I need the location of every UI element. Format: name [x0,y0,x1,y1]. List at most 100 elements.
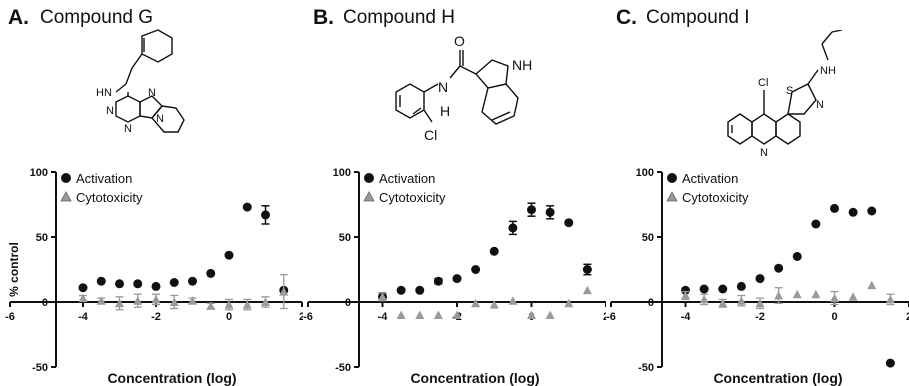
data-point-cytotoxicity [830,293,839,303]
panel-letter: C. [616,6,637,29]
data-point-cytotoxicity [774,291,784,300]
data-point-activation [489,246,499,256]
x-tick-label: -2 [151,311,161,323]
data-point-activation [582,265,592,274]
data-point-activation [188,276,197,286]
y-tick-label: -50 [32,362,48,374]
data-point-cytotoxicity [151,294,161,304]
atom-label: N [760,147,768,159]
x-axis-title: Concentration (log) [107,370,236,386]
y-tick-label: -50 [638,362,654,374]
data-point-activation [867,206,877,216]
chemical-structure-g: HN N N N N [96,29,185,135]
legend-label: Cytotoxicity [682,190,749,205]
data-point-activation [452,274,462,284]
data-point-activation [718,284,728,294]
y-tick-label: 50 [36,232,48,244]
data-point-activation [736,281,746,291]
data-point-cytotoxicity [78,293,88,303]
data-point-cytotoxicity [224,300,234,309]
legend-marker-cytotoxicity [60,191,72,202]
panel-letter: A. [8,6,29,29]
x-axis-title: Concentration (log) [713,370,842,386]
y-tick-label: 100 [636,167,654,179]
data-point-cytotoxicity [489,300,499,309]
legend-label: Activation [379,171,435,186]
legend-marker-activation [667,173,677,183]
data-point-activation [471,265,481,274]
atom-label: H [440,103,450,119]
data-point-activation [151,281,161,291]
atom-label: N [438,79,448,95]
data-point-cytotoxicity [681,291,690,300]
data-point-cytotoxicity [527,310,536,319]
atom-label: HN [96,87,112,99]
atom-label: Cl [758,77,768,89]
x-tick-label: 2 [299,311,303,323]
data-point-activation [792,252,802,261]
legend-label: Cytotoxicity [76,190,143,205]
atom-label: NH [512,57,532,73]
data-point-activation [415,285,425,295]
data-point-cytotoxicity [699,294,709,304]
data-point-activation [224,250,234,260]
data-point-cytotoxicity [848,292,858,301]
legend-marker-cytotoxicity [666,191,678,202]
panel-title: Compound H [343,7,455,28]
y-tick-label: 50 [339,232,351,244]
data-point-cytotoxicity [96,296,106,305]
data-point-cytotoxicity [169,297,179,306]
data-point-cytotoxicity [415,310,425,319]
data-point-activation [115,279,124,289]
data-point-cytotoxicity [885,294,895,304]
atom-label: NH [820,65,836,77]
data-point-cytotoxicity [206,301,216,310]
data-point-cytotoxicity [433,310,443,319]
data-point-cytotoxicity [564,298,574,308]
x-tick-label: -6 [303,311,313,323]
atom-label: S [786,85,793,97]
legend-label: Cytotoxicity [379,190,446,205]
legend-marker-activation [61,173,71,183]
y-tick-label: -50 [335,362,351,374]
data-point-activation [527,205,536,215]
data-point-activation [169,278,179,287]
y-tick-label: 50 [642,232,654,244]
data-point-cytotoxicity [279,287,289,296]
x-axis-title: Concentration (log) [410,370,539,386]
data-point-cytotoxicity [115,298,124,308]
data-point-activation [206,268,216,278]
data-point-cytotoxicity [261,297,270,306]
data-point-activation [830,203,839,213]
data-point-cytotoxicity [133,296,143,305]
x-tick-label: -6 [5,311,15,323]
atom-label: N [156,113,164,125]
data-point-activation [681,285,690,295]
legend-marker-cytotoxicity [363,191,375,202]
data-point-cytotoxicity [396,310,406,319]
data-point-cytotoxicity [508,296,518,305]
data-point-cytotoxicity [188,296,197,305]
data-point-cytotoxicity [792,289,802,299]
x-tick-label: 0 [831,311,837,323]
data-point-cytotoxicity [545,310,555,319]
y-axis-title: % control [7,242,21,297]
x-tick-label: 2 [906,311,909,323]
data-point-cytotoxicity [811,289,821,299]
x-tick-label: -4 [681,311,692,323]
y-tick-label: 100 [333,167,351,179]
data-point-activation [545,207,555,217]
chemical-structure-h: O N H NH Cl [395,33,532,143]
data-point-activation [774,263,784,273]
panel-letter: B. [313,6,334,29]
data-point-activation [848,207,858,217]
atom-label: N [124,123,132,135]
y-tick-label: 100 [30,167,48,179]
legend-label: Activation [76,171,132,186]
data-point-activation [96,276,106,286]
y-tick-label: 0 [42,297,48,309]
data-point-activation [699,284,709,294]
